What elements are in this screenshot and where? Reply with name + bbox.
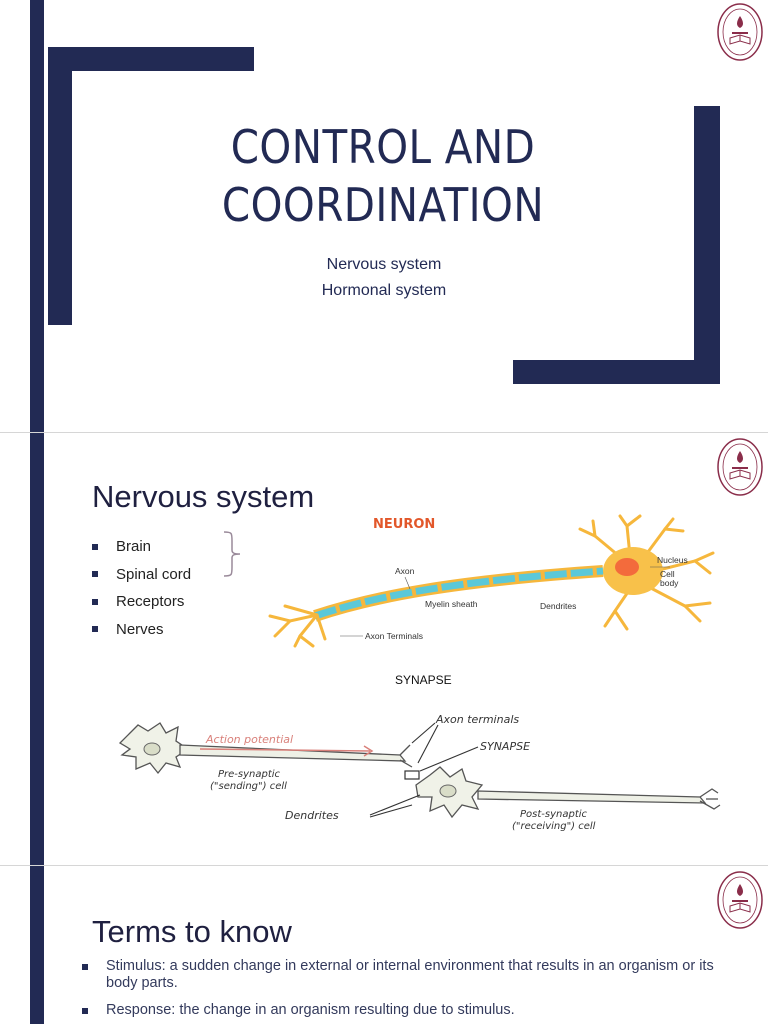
list-item: Stimulus: a sudden change in external or… bbox=[82, 958, 742, 992]
action-potential-arrow bbox=[199, 748, 371, 752]
neuron-heading: NEURON bbox=[373, 517, 435, 532]
pointer-lines bbox=[369, 722, 479, 818]
list-item: Receptors bbox=[92, 588, 191, 616]
pre-synaptic-label-2: ("sending") cell bbox=[210, 781, 287, 792]
bullet-square-icon bbox=[92, 543, 98, 550]
action-potential-label: Action potential bbox=[205, 733, 293, 746]
pre-synaptic-cell-shape bbox=[118, 722, 407, 775]
pre-synaptic-label-1: Pre-synaptic bbox=[218, 769, 281, 780]
brace-icon bbox=[223, 531, 241, 577]
pre-nucleus-shape bbox=[143, 742, 161, 756]
axon-terminals-label: Axon Terminals bbox=[365, 631, 423, 641]
slide-heading: Nervous system bbox=[92, 479, 315, 514]
bullet-square-icon bbox=[82, 964, 88, 970]
slide-terms: Terms to know Stimulus: a sudden change … bbox=[0, 866, 768, 1024]
terms-list: Stimulus: a sudden change in external or… bbox=[82, 958, 742, 1024]
list-item: Brain bbox=[92, 533, 191, 561]
list-item: Spinal cord bbox=[92, 561, 191, 589]
dendrites-caption: Dendrites bbox=[285, 809, 339, 822]
post-synaptic-label-1: Post-synaptic bbox=[520, 809, 588, 820]
bullet-square-icon bbox=[92, 626, 98, 633]
list-item: Nerves bbox=[92, 616, 191, 644]
bullet-square-icon bbox=[92, 598, 98, 605]
bullet-square-icon bbox=[92, 571, 98, 578]
dendrites-label: Dendrites bbox=[540, 601, 576, 611]
cell-body-label-1: Cell bbox=[660, 569, 675, 579]
slide-separator bbox=[0, 865, 768, 866]
synapse-diagram: Action potential Axon terminals SYNAPSE … bbox=[118, 713, 721, 832]
bullet-square-icon bbox=[82, 1008, 88, 1014]
post-axon-terminals bbox=[699, 788, 721, 810]
frame-corner-bottom-right-horizontal bbox=[513, 360, 720, 384]
slide-separator bbox=[0, 432, 768, 433]
axon-label: Axon bbox=[395, 566, 415, 576]
synapse-diagram-caption: SYNAPSE bbox=[480, 740, 530, 753]
slide-nervous-system: Nervous system Brain Spinal cord Recepto… bbox=[0, 433, 768, 865]
organ-bullet-list: Brain Spinal cord Receptors Nerves bbox=[92, 533, 191, 643]
school-logo-icon bbox=[717, 871, 763, 929]
synapse-box bbox=[404, 770, 420, 780]
slide-title: CONTROL AND COORDINATION Nervous system … bbox=[0, 0, 768, 432]
list-item: Response: the change in an organism resu… bbox=[82, 1002, 742, 1019]
axon-terminal-branches bbox=[399, 744, 413, 768]
myelin-sheath-shape bbox=[313, 567, 604, 620]
dendrites-shape bbox=[578, 514, 715, 631]
neuron-diagram: NEURON bbox=[268, 514, 715, 648]
arrow-head-icon bbox=[363, 745, 374, 757]
frame-corner-bottom-right bbox=[694, 106, 720, 384]
title-line-2: COORDINATION bbox=[221, 178, 545, 232]
post-synaptic-label-2: ("receiving") cell bbox=[512, 821, 596, 832]
left-accent-bar bbox=[30, 0, 44, 432]
axon-terminals-shape bbox=[268, 604, 327, 648]
synapse-caption: SYNAPSE bbox=[395, 673, 452, 687]
school-logo-icon bbox=[717, 3, 763, 61]
post-nucleus-shape bbox=[439, 784, 457, 798]
myelin-sheath-label: Myelin sheath bbox=[425, 599, 478, 609]
slide-heading: Terms to know bbox=[92, 914, 292, 949]
cell-body-label-2: body bbox=[660, 578, 679, 588]
school-logo-icon bbox=[717, 438, 763, 496]
left-accent-bar bbox=[30, 433, 44, 865]
slide-main-title: CONTROL AND COORDINATION bbox=[178, 118, 588, 234]
nucleus-label: Nucleus bbox=[657, 555, 688, 565]
title-line-1: CONTROL AND bbox=[230, 120, 536, 174]
subtitle-hormonal-system: Hormonal system bbox=[321, 282, 447, 299]
axon-terminals-caption: Axon terminals bbox=[435, 713, 519, 726]
nucleus-shape bbox=[615, 558, 639, 576]
frame-corner-top-left-vertical bbox=[48, 47, 72, 325]
left-accent-bar bbox=[30, 866, 44, 1024]
subtitle-nervous-system: Nervous system bbox=[326, 256, 442, 273]
frame-corner-top-left bbox=[48, 47, 254, 71]
